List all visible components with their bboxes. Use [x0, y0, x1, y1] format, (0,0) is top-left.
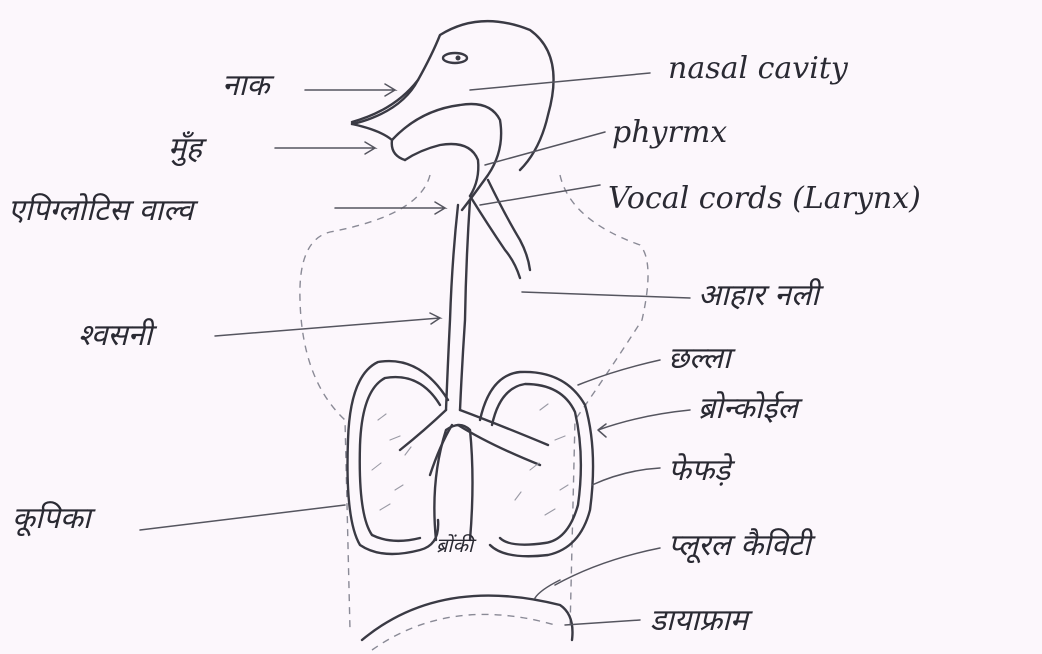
left-lung-outer: [348, 361, 449, 554]
oesophagus: [470, 180, 530, 278]
label-chhalla: छल्ला: [668, 341, 736, 376]
diaphragm-lower: [372, 614, 555, 650]
label-bronchiole: ब्रोन्कोईल: [698, 391, 803, 426]
mouth-line: [352, 124, 405, 160]
lung-hatching: [372, 404, 568, 515]
head-outline: [352, 21, 554, 170]
left-lung-inner: [360, 377, 440, 541]
label-munh: मुँह: [168, 131, 208, 167]
label-pharynx: phyrmx: [612, 115, 727, 150]
label-naak: नाक: [222, 68, 275, 103]
label-bronchi: ब्रोंकी: [436, 533, 477, 557]
pharynx-wall: [405, 144, 478, 196]
leader-lines: [140, 73, 690, 625]
label-fefde: फेफड़े: [668, 453, 736, 488]
trachea: [446, 200, 470, 410]
nose-line: [352, 80, 418, 124]
label-khalwati: कूपिका: [12, 501, 96, 537]
eye: [443, 53, 467, 63]
diaphragm-upper: [362, 596, 573, 640]
label-epiglottis-valve: एपिग्लोटिस वाल्व: [8, 193, 199, 228]
label-ahar-nali: आहार नली: [698, 278, 824, 313]
bronchi: [400, 410, 548, 475]
label-nasal-cavity: nasal cavity: [668, 51, 849, 86]
label-pleural-cavity: प्लूरल कैविटी: [668, 528, 816, 564]
label-shwasnali: श्वसनी: [78, 318, 157, 353]
label-vocal-cords: Vocal cords (Larynx): [608, 181, 921, 216]
label-diaphragm: डायाफ्राम: [650, 603, 754, 638]
bronchi-center: [434, 425, 472, 540]
eye-pupil: [456, 56, 461, 61]
